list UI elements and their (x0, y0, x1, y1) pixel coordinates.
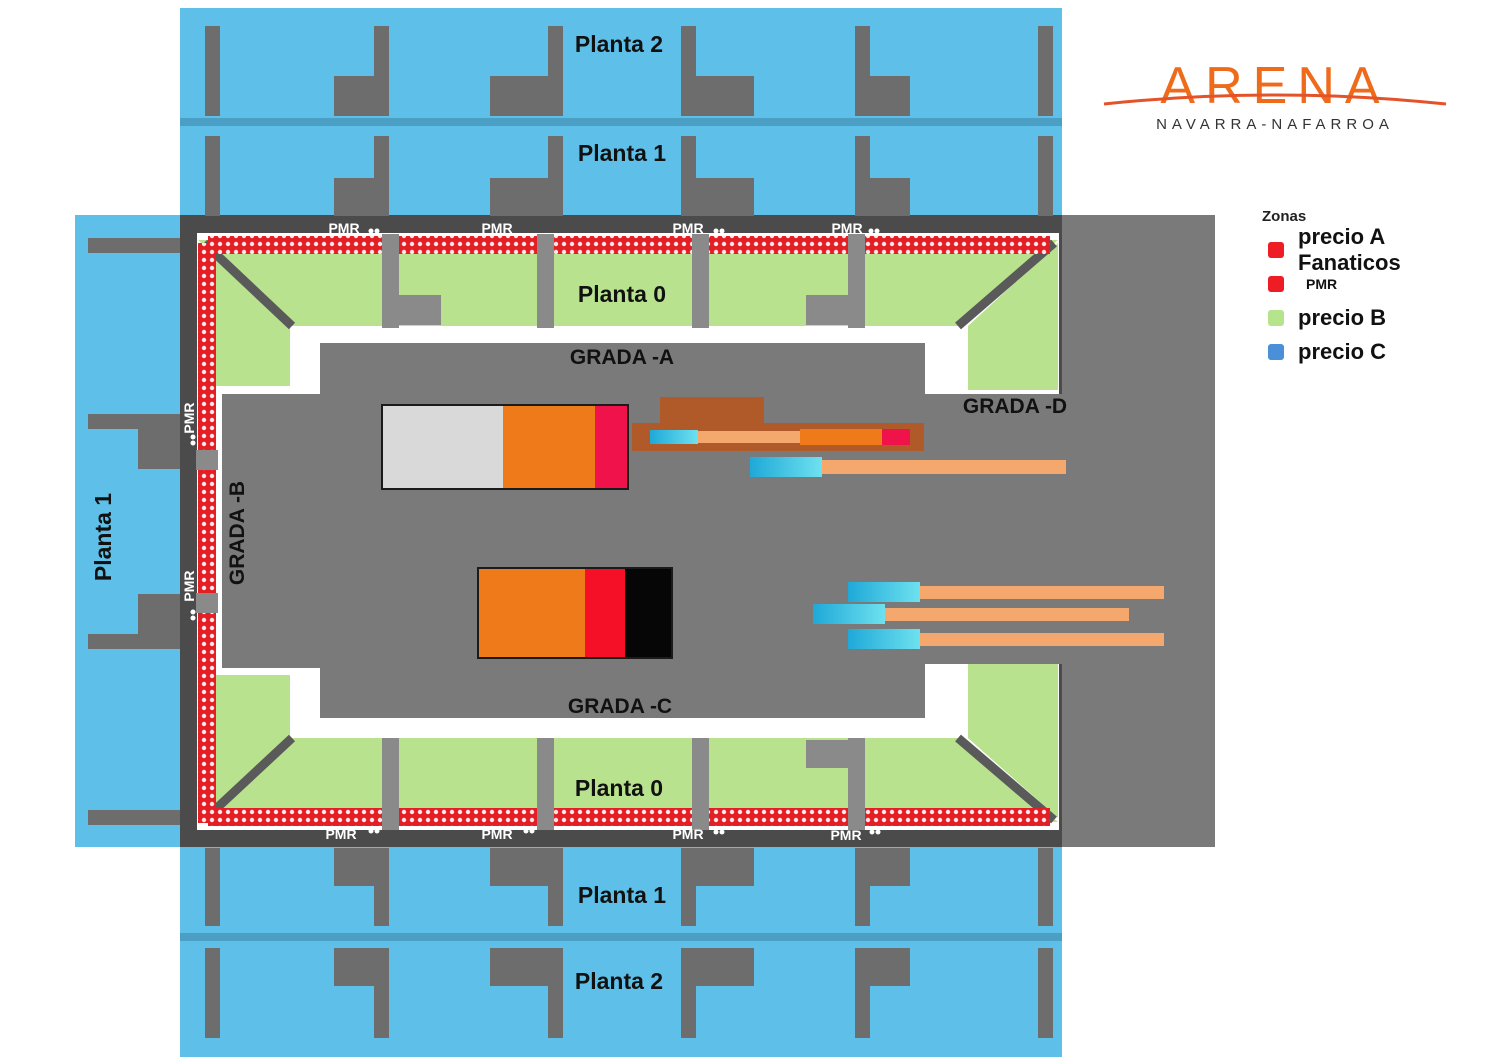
pmr-label: PMR (672, 826, 703, 842)
legend-swatch (1268, 310, 1284, 326)
pmr-label: PMR (830, 827, 861, 843)
pmr-labels: PMR PMR PMR PMR PMR PMR PMR PMR PMR PMR (181, 220, 863, 843)
legend-title: Zonas (1262, 208, 1307, 225)
label-grada-c: GRADA -C (568, 695, 672, 718)
legend-item-precio-a[interactable]: precio A Fanaticos (1262, 224, 1492, 275)
arena-logo: ARENA NAVARRA-NAFARROA (1100, 58, 1450, 138)
corner-struts (200, 239, 1057, 824)
label-bottom-planta0: Planta 0 (575, 775, 663, 801)
stage-upper[interactable] (381, 404, 629, 490)
fan-seats-bottom[interactable] (208, 808, 1050, 826)
label-grada-a: GRADA -A (570, 346, 674, 369)
bottom-planta-block[interactable] (180, 845, 1062, 1057)
legend-label: PMR (1306, 276, 1338, 292)
label-top-planta1: Planta 1 (578, 140, 666, 166)
label-left-planta1: Planta 1 (90, 493, 116, 581)
planta0-sw-corner[interactable] (214, 675, 290, 805)
pmr-label: PMR (481, 826, 512, 842)
pmr-label: PMR (325, 826, 356, 842)
pmr-label: PMR (328, 220, 359, 236)
top-planta-block[interactable] (180, 8, 1062, 220)
pmr-label: PMR (481, 220, 512, 236)
label-bottom-planta1: Planta 1 (578, 882, 666, 908)
logo-word: ARENA (1160, 57, 1390, 115)
pmr-label: PMR (181, 402, 197, 433)
label-grada-b: GRADA -B (226, 481, 249, 585)
label-bottom-planta2: Planta 2 (575, 968, 663, 994)
fan-seats-left[interactable] (198, 243, 216, 823)
legend-label: precio C (1298, 339, 1387, 364)
label-grada-d: GRADA -D (963, 395, 1067, 418)
planta0-se-corner[interactable] (968, 664, 1058, 818)
logo-swoosh (1103, 93, 1447, 106)
stage-right[interactable] (632, 397, 924, 451)
bottom-divider (180, 933, 1062, 941)
pmr-label: PMR (181, 570, 197, 601)
pmr-label: PMR (831, 220, 862, 236)
planta0-ne-corner[interactable] (968, 243, 1058, 390)
left-planta-block[interactable] (75, 215, 183, 847)
legend-swatch (1268, 242, 1284, 258)
legend-item-precio-c[interactable]: precio C (1262, 335, 1492, 369)
legend-label: precio B (1298, 305, 1387, 330)
left-pmr-gap-2 (196, 593, 218, 613)
left-pmr-gap-1 (196, 450, 218, 470)
legend-item-pmr[interactable]: PMR (1262, 267, 1492, 301)
legend-swatch (1268, 344, 1284, 360)
legend-swatch (1268, 276, 1284, 292)
label-top-planta0: Planta 0 (578, 281, 666, 307)
planta0-nw-corner[interactable] (214, 255, 290, 386)
plant0-aisles (382, 234, 865, 830)
fan-seats-top[interactable] (208, 236, 1050, 254)
label-top-planta2: Planta 2 (575, 31, 663, 57)
stage-lower[interactable] (477, 567, 673, 659)
legend: Zonas precio A Fanaticos PMR precio B pr… (1262, 208, 1492, 369)
legend-item-precio-b[interactable]: precio B (1262, 301, 1492, 335)
top-divider (180, 118, 1062, 126)
pmr-label: PMR (672, 220, 703, 236)
legend-label: precio A Fanaticos (1298, 224, 1401, 275)
logo-subtitle: NAVARRA-NAFARROA (1156, 116, 1394, 133)
wheelchair-icon (190, 228, 881, 835)
ramps[interactable] (750, 457, 1164, 649)
upper-structures (88, 26, 1053, 1038)
